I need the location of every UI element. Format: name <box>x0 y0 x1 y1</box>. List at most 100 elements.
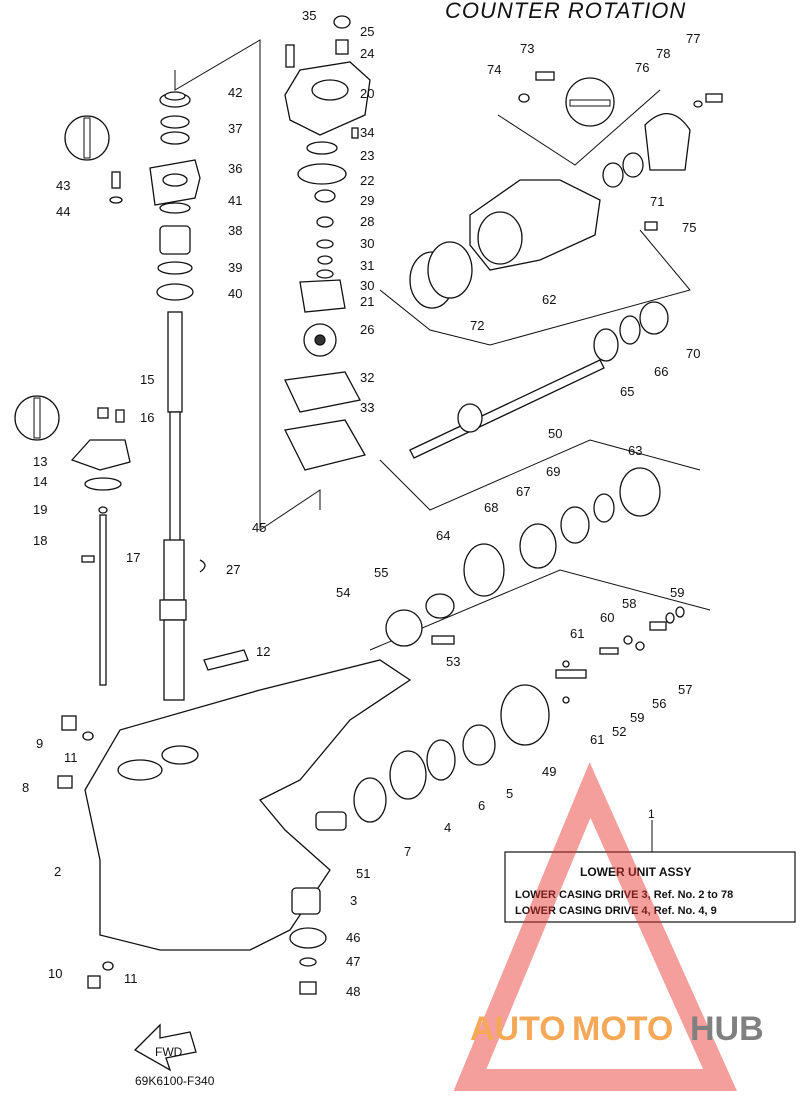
part-54-dog-clutch <box>385 609 423 647</box>
callout-35: 35 <box>302 8 316 23</box>
callout-65: 65 <box>620 384 634 399</box>
callout-78: 78 <box>656 46 670 61</box>
part-59-ring <box>675 606 685 618</box>
grease-icon <box>64 115 110 161</box>
part-42-seal <box>159 91 191 108</box>
callout-21: 21 <box>360 294 374 309</box>
part-24-collar <box>335 39 349 55</box>
part-61-balls <box>562 660 570 704</box>
part-57-balls <box>623 635 645 651</box>
part-50-propeller-shaft <box>409 359 605 459</box>
callout-77: 77 <box>686 31 700 46</box>
part-72-o-rings <box>409 241 473 309</box>
callout-30: 30 <box>360 278 374 293</box>
callout-20: 20 <box>360 86 374 101</box>
part-17-shift-rod <box>99 514 107 686</box>
part-76-cover <box>644 113 691 171</box>
callout-60: 60 <box>600 610 614 625</box>
part-41-ring <box>159 202 191 214</box>
callout-34: 34 <box>360 125 374 140</box>
group-bracket <box>174 39 321 531</box>
part-12-anode <box>203 649 249 671</box>
part-23-o-ring <box>306 141 338 155</box>
callout-19: 19 <box>33 502 47 517</box>
part-39-shim <box>157 261 193 275</box>
callout-68: 68 <box>484 500 498 515</box>
part-51-bushing <box>315 811 347 831</box>
legend-ref: 1 <box>648 807 655 821</box>
part-18-clip <box>81 555 95 563</box>
callout-14: 14 <box>33 474 47 489</box>
legend-title: LOWER UNIT ASSY <box>580 865 692 879</box>
part-33-plate <box>284 419 366 471</box>
part-66-washer <box>619 315 641 345</box>
callout-52: 52 <box>612 724 626 739</box>
callout-42: 42 <box>228 85 242 100</box>
part-27-pin <box>199 559 206 573</box>
part-22-o-ring <box>297 163 347 185</box>
part-78-washer <box>693 100 703 108</box>
callout-37: 37 <box>228 121 242 136</box>
part-14-o-ring <box>84 477 122 491</box>
part-63-bearing <box>619 467 661 517</box>
callout-75: 75 <box>682 220 696 235</box>
callout-54: 54 <box>336 585 350 600</box>
callout-10: 10 <box>48 966 62 981</box>
callout-12: 12 <box>256 644 270 659</box>
callout-9: 9 <box>36 736 43 751</box>
fwd-arrow-icon: FWD <box>133 1023 197 1072</box>
part-30-ring <box>316 239 334 249</box>
callout-13: 13 <box>33 454 47 469</box>
callout-53: 53 <box>446 654 460 669</box>
callout-67: 67 <box>516 484 530 499</box>
part-40-seat <box>156 283 194 301</box>
callout-58: 58 <box>622 596 636 611</box>
part-2-lower-casing <box>84 659 412 951</box>
part-31-ring <box>317 255 333 265</box>
group-bracket-shaft <box>379 439 701 511</box>
callout-4: 4 <box>444 820 451 835</box>
part-11-washer <box>82 731 94 741</box>
callout-61: 61 <box>570 626 584 641</box>
part-46-pinion <box>289 927 327 949</box>
callout-74: 74 <box>487 62 501 77</box>
callout-59: 59 <box>630 710 644 725</box>
part-52-slider <box>555 669 587 679</box>
watermark-hub: HUB <box>690 1010 764 1048</box>
part-69-washer <box>593 493 615 523</box>
part-10-plug <box>87 975 101 989</box>
callout-36: 36 <box>228 161 242 176</box>
grease-icon-b <box>14 395 60 441</box>
part-11-washer-b <box>102 961 114 971</box>
callout-49: 49 <box>542 764 556 779</box>
part-37-oil-seals <box>160 115 190 145</box>
callout-7: 7 <box>404 844 411 859</box>
callout-55: 55 <box>374 565 388 580</box>
callout-32: 32 <box>360 370 374 385</box>
callout-33: 33 <box>360 400 374 415</box>
callout-15: 15 <box>140 372 154 387</box>
legend-line-2: LOWER CASING DRIVE 4, Ref. No. 4, 9 <box>515 905 717 917</box>
callout-5: 5 <box>506 786 513 801</box>
callout-31: 31 <box>360 258 374 273</box>
callout-28: 28 <box>360 214 374 229</box>
part-75-bolt <box>644 221 658 231</box>
part-77-bolt <box>705 93 723 103</box>
part-35-bolt <box>285 44 295 68</box>
callout-24: 24 <box>360 46 374 61</box>
part-68-bearing <box>519 523 557 569</box>
part-74-washer <box>518 93 530 103</box>
part-13-shift-housing <box>70 439 131 471</box>
part-7-o-ring <box>353 777 387 823</box>
automotohub-logo: AUTO MOTO HUB <box>453 762 764 1091</box>
callout-56: 56 <box>652 696 666 711</box>
callout-70: 70 <box>686 346 700 361</box>
part-16-bolt <box>115 409 125 423</box>
callout-38: 38 <box>228 223 242 238</box>
part-36-bearing-housing <box>149 159 201 206</box>
part-45-drive-shaft <box>159 311 187 701</box>
callout-61: 61 <box>590 732 604 747</box>
callout-47: 47 <box>346 954 360 969</box>
callout-25: 25 <box>360 24 374 39</box>
part-29-insert <box>314 189 336 203</box>
